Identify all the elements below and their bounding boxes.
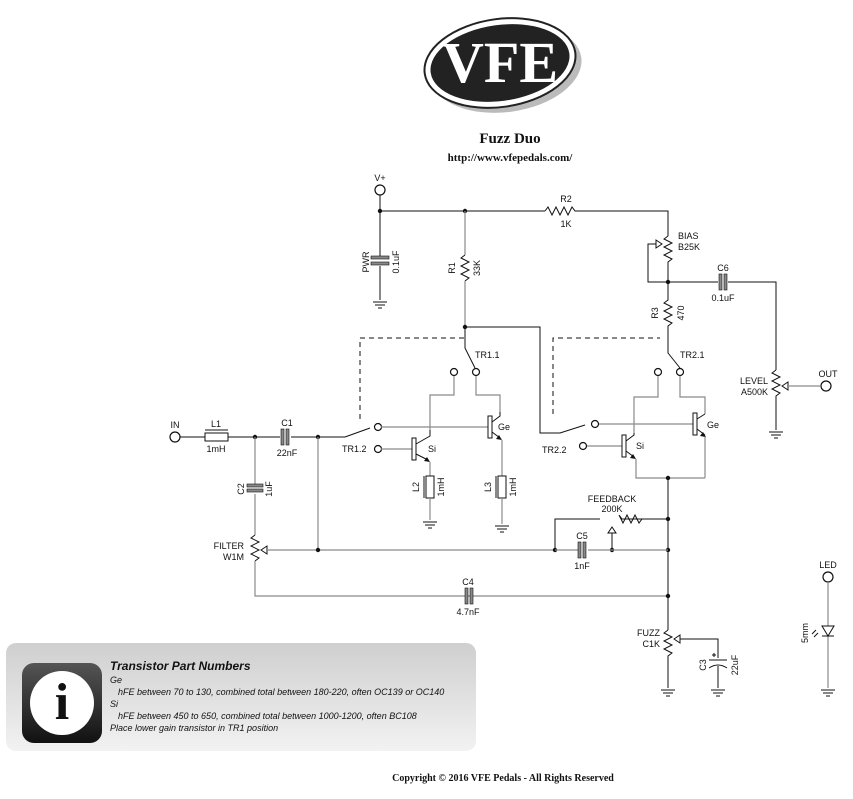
l2-value: 1mH	[436, 477, 446, 496]
capacitor-c1: C1 22nF	[277, 418, 298, 458]
capacitor-c2: C2 1uF	[236, 437, 274, 535]
si1-label: Si	[428, 444, 436, 454]
r2-label: R2	[560, 194, 572, 204]
inductor-l2: L2 1mH	[411, 475, 446, 520]
feedback-value: 200K	[601, 504, 622, 514]
logo-text: VFE	[442, 30, 558, 95]
ground-symbol	[373, 301, 387, 309]
transistor-si-1: Si	[411, 430, 436, 476]
vfe-logo: VFE	[423, 17, 582, 113]
level-value: A500K	[741, 387, 768, 397]
output-terminal: OUT	[819, 369, 839, 392]
transistor-si-2: Si	[621, 433, 705, 479]
info-box: i Transistor Part Numbers Ge hFE between…	[6, 643, 476, 751]
r1-value: 33K	[472, 260, 482, 276]
tr11-label: TR1.1	[475, 350, 500, 360]
vplus-label: V+	[374, 173, 385, 183]
fuzz-potentiometer: FUZZ C1K	[637, 628, 719, 688]
vplus-terminal: V+	[374, 173, 386, 196]
filter-potentiometer: FILTER W1M	[214, 534, 668, 597]
bias-value: B25K	[678, 242, 700, 252]
input-terminal: IN	[169, 420, 181, 443]
l1-value: 1mH	[206, 444, 225, 454]
inductor-l1: L1 1mH	[204, 419, 229, 454]
level-label: LEVEL	[740, 376, 768, 386]
c3-label: C3	[698, 659, 708, 671]
c1-value: 22nF	[277, 448, 298, 458]
ground-symbol	[661, 689, 675, 697]
ground-symbol	[423, 521, 437, 529]
pwr-label: PWR	[361, 251, 371, 272]
placement-note: Place lower gain transistor in TR1 posit…	[110, 723, 279, 733]
si2-label: Si	[636, 441, 644, 451]
fuzz-value: C1K	[642, 639, 660, 649]
resistor-r3: R3 470	[650, 282, 686, 345]
r3-value: 470	[676, 305, 686, 320]
c6-label: C6	[717, 263, 729, 273]
level-potentiometer: LEVEL A500K	[740, 369, 820, 430]
resistor-r1: R1 33K	[447, 211, 482, 327]
resistor-r2: R2 1K	[544, 194, 580, 229]
ground-symbol	[495, 525, 509, 533]
si-label: Si	[110, 699, 119, 709]
capacitor-c5: C5 1nF	[555, 531, 668, 571]
c2-label: C2	[236, 483, 246, 495]
ground-symbol	[821, 689, 835, 697]
output-label: OUT	[819, 369, 839, 379]
c1-label: C1	[281, 418, 293, 428]
feedback-label: FEEDBACK	[588, 494, 637, 504]
ge1-label: Ge	[498, 422, 510, 432]
ge-text: hFE between 70 to 130, combined total be…	[118, 687, 445, 697]
tr21-label: TR2.1	[680, 350, 705, 360]
led-value: 5mm	[800, 623, 810, 643]
led-indicator: LED 5mm	[800, 560, 837, 688]
bias-label: BIAS	[678, 231, 699, 241]
c4-value: 4.7nF	[456, 607, 480, 617]
filter-value: W1M	[223, 552, 244, 562]
c2-value: 1uF	[264, 481, 274, 497]
ge2-label: Ge	[707, 420, 719, 430]
l1-label: L1	[211, 419, 221, 429]
bias-potentiometer: BIAS B25K	[647, 231, 700, 283]
capacitor-c4: C4 4.7nF	[456, 577, 480, 617]
tr22-label: TR2.2	[542, 445, 567, 455]
feedback-potentiometer: FEEDBACK 200K	[554, 494, 668, 550]
transistor-ge-2: Ge	[692, 412, 719, 478]
l2-label: L2	[411, 482, 421, 492]
input-label: IN	[171, 420, 180, 430]
si-text: hFE between 450 to 650, combined total b…	[118, 711, 417, 721]
ge-label: Ge	[110, 675, 123, 685]
ground-symbol	[711, 689, 725, 697]
pwr-capacitor: PWR 0.1uF	[361, 211, 401, 300]
c6-value: 0.1uF	[711, 293, 735, 303]
c4-label: C4	[462, 577, 474, 587]
capacitor-c3: C3 22uF	[698, 653, 740, 688]
info-text: Transistor Part Numbers Ge hFE between 7…	[110, 659, 444, 734]
tr12-label: TR1.2	[342, 444, 367, 454]
l3-value: 1mH	[508, 477, 518, 496]
page-title: Fuzz Duo	[479, 131, 541, 147]
r3-label: R3	[650, 307, 660, 319]
pwr-value: 0.1uF	[391, 250, 401, 274]
transistor-ge-1: Ge	[487, 412, 510, 476]
c3-value: 22uF	[730, 654, 740, 675]
filter-label: FILTER	[214, 541, 245, 551]
r1-label: R1	[447, 262, 457, 274]
copyright: Copyright © 2016 VFE Pedals - All Rights…	[392, 773, 614, 784]
info-icon: i	[22, 663, 102, 743]
website-url: http://www.vfepedals.com/	[447, 152, 573, 164]
inductor-l3: L3 1mH	[483, 475, 518, 524]
led-label: LED	[819, 560, 837, 570]
capacitor-c6: C6 0.1uF	[711, 263, 735, 303]
c5-value: 1nF	[574, 561, 590, 571]
l3-label: L3	[483, 482, 493, 492]
info-heading: Transistor Part Numbers	[110, 659, 251, 673]
ground-symbol	[769, 431, 783, 439]
c5-label: C5	[576, 531, 588, 541]
r2-value: 1K	[560, 219, 571, 229]
fuzz-label: FUZZ	[637, 628, 660, 638]
